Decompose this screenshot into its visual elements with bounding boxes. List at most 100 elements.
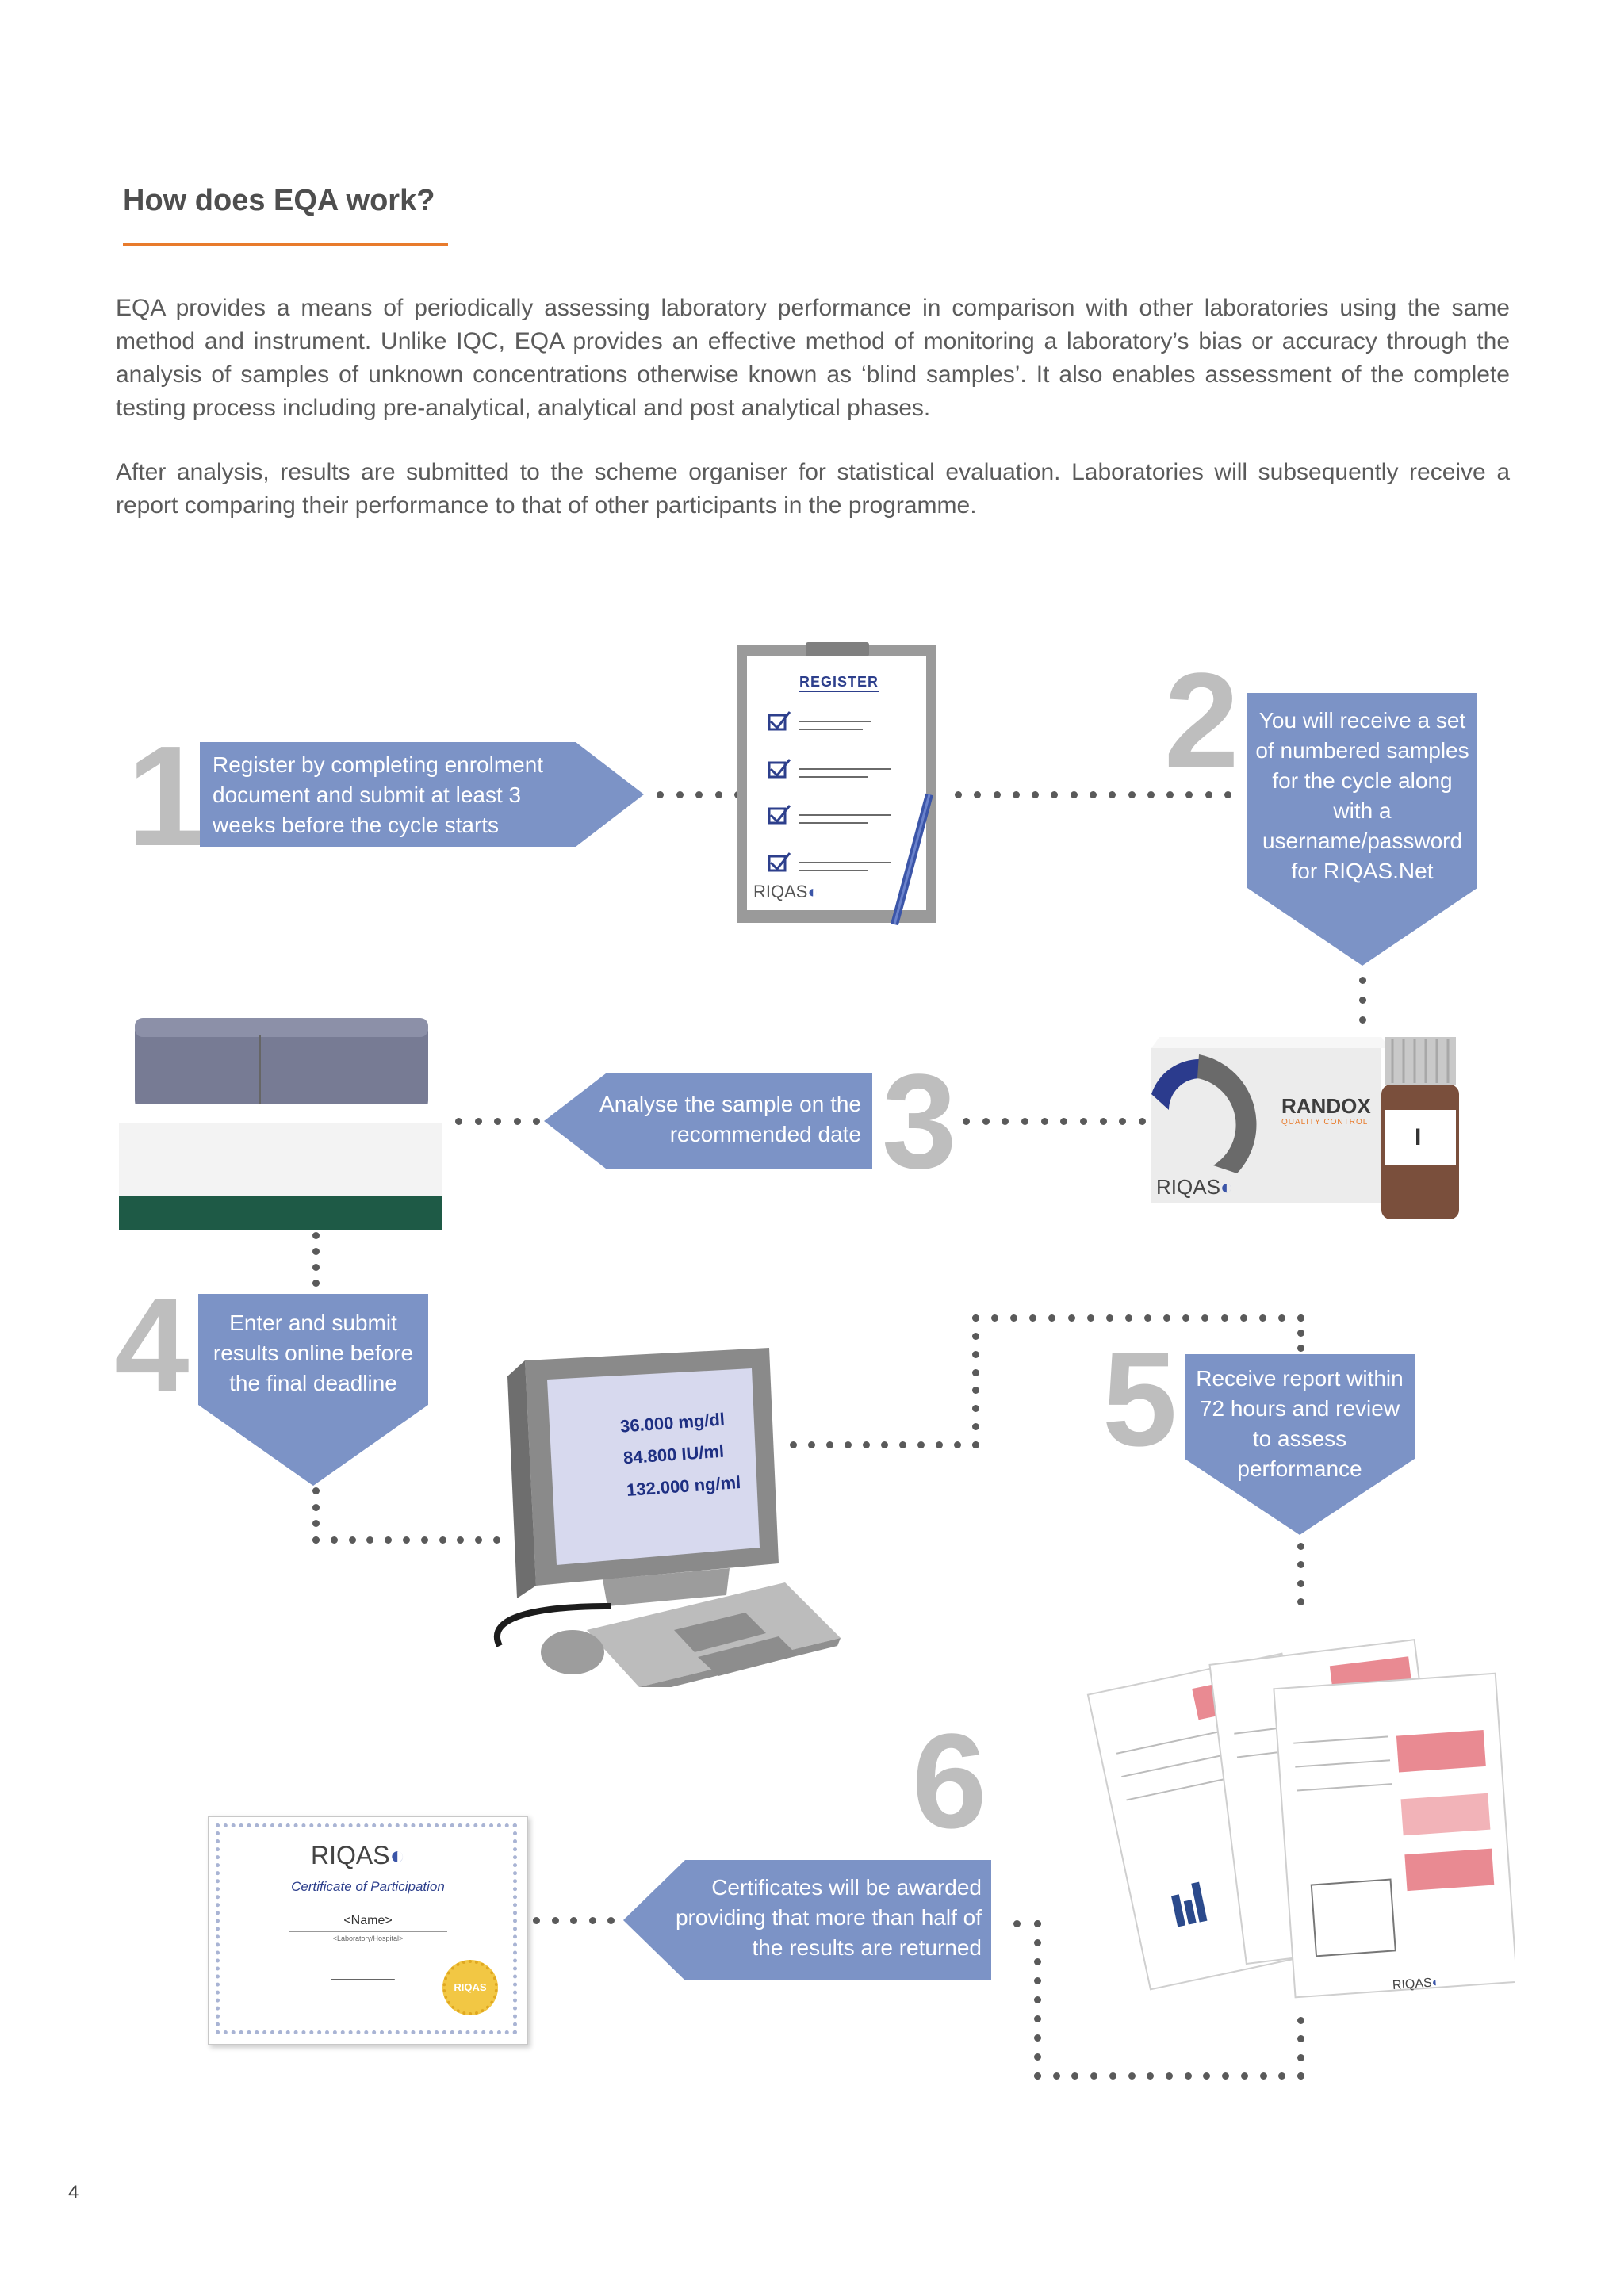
connector-dot: [403, 1536, 410, 1544]
connector-dot: [533, 1917, 540, 1924]
seal-text: RIQAS: [454, 1981, 487, 1993]
step-1-number: 1: [127, 717, 207, 876]
connector-dot: [312, 1232, 320, 1239]
connector-dot: [917, 1441, 925, 1448]
globe-icon: ◐: [389, 1841, 405, 1869]
connector-dot: [570, 1917, 577, 1924]
connector-dot: [899, 1441, 906, 1448]
connector-dot: [972, 1314, 979, 1322]
step-3-box: Analyse the sample on the recommended da…: [544, 1073, 872, 1169]
step-4-arrow-shape: [198, 1294, 428, 1486]
certificate-title: Certificate of Participation: [291, 1879, 445, 1894]
connector-dot: [312, 1536, 320, 1544]
certificate: RIQAS◐ Certificate of Participation <Nam…: [208, 1816, 528, 2045]
connector-dot: [1052, 2072, 1060, 2080]
connector-dot: [695, 791, 703, 798]
connector-dot: [1128, 791, 1136, 798]
sample-kit-brand: RANDOX: [1281, 1094, 1371, 1118]
connector-dot: [439, 1536, 446, 1544]
step-2-number: 2: [1164, 645, 1239, 796]
connector-dot: [972, 1441, 979, 1448]
reports-brand-text: RIQAS: [1392, 1976, 1433, 1993]
connector-dot: [1297, 1561, 1304, 1569]
connector-dot: [475, 1536, 483, 1544]
connector-dot: [1297, 1314, 1304, 1322]
connector-dot: [1034, 2015, 1041, 2022]
connector-dot: [1051, 791, 1059, 798]
connector-dot: [1163, 1314, 1171, 1322]
connector-dot: [954, 1441, 961, 1448]
connector-dot: [1034, 2034, 1041, 2042]
connector-dot: [1099, 1118, 1107, 1125]
step-4-text: Enter and submit results online before t…: [213, 1311, 414, 1395]
connector-dot: [863, 1441, 870, 1448]
certificate-rule: [289, 1931, 447, 1932]
connector-dot: [455, 1118, 462, 1125]
certificate-brand-text: RIQAS: [311, 1841, 390, 1869]
step-2-box: You will receive a set of numbered sampl…: [1247, 693, 1477, 966]
connector-dot: [955, 791, 962, 798]
step-1-text: Register by completing enrolment documen…: [213, 752, 544, 837]
analyser-machine: [117, 1012, 444, 1232]
connector-dot: [1012, 791, 1020, 798]
connector-dot: [1297, 2053, 1304, 2061]
intro-paragraph-2: After analysis, results are submitted to…: [116, 459, 1510, 519]
connector-dot: [1105, 1314, 1113, 1322]
connector-dot: [1080, 1118, 1087, 1125]
connector-dot: [1147, 2072, 1155, 2080]
connector-dot: [1040, 1118, 1048, 1125]
connector-dot: [420, 1536, 428, 1544]
connector-dot: [1060, 1118, 1068, 1125]
connector-dot: [982, 1118, 990, 1125]
step-5-arrow-shape: [1185, 1354, 1415, 1535]
connector-dot: [974, 791, 982, 798]
connector-dot: [1205, 791, 1212, 798]
connector-dot: [1090, 2072, 1098, 2080]
vial-label: I: [1415, 1124, 1422, 1150]
step-6-number: 6: [912, 1706, 987, 1857]
connector-dot: [1185, 791, 1193, 798]
register-clipboard: REGISTER RIQAS◐: [736, 642, 939, 929]
connector-dot: [1139, 1118, 1146, 1125]
connector-dot: [1034, 1977, 1041, 1984]
connector-dot: [676, 791, 684, 798]
connector-dot: [1034, 1996, 1041, 2003]
connector-dot: [963, 1118, 970, 1125]
step-1-arrow-shape: [200, 742, 644, 847]
connector-dot: [1090, 791, 1097, 798]
connector-dot: [493, 1536, 500, 1544]
connector-dot: [1222, 2072, 1230, 2080]
connector-dot: [1297, 2072, 1304, 2080]
connector-dot: [366, 1536, 374, 1544]
connector-dot: [972, 1423, 979, 1431]
connector-dot: [1119, 1118, 1127, 1125]
page-number: 4: [68, 2182, 79, 2203]
globe-icon: ◐: [1431, 1975, 1440, 1990]
sample-kit-icon: [1151, 1037, 1459, 1219]
connector-dot: [588, 1917, 596, 1924]
connector-dot: [1034, 1939, 1041, 1946]
step-3-arrow-shape: [544, 1073, 872, 1169]
step-3-number: 3: [882, 1047, 957, 1197]
connector-dot: [1297, 1543, 1304, 1550]
connector-dot: [533, 1118, 540, 1125]
connector-dot: [1144, 1314, 1152, 1322]
connector-dot: [1258, 1314, 1266, 1322]
connector-dot: [1109, 791, 1116, 798]
connector-dot: [1166, 2072, 1173, 2080]
reports-icon: [1086, 1639, 1515, 1999]
connector-dot: [1182, 1314, 1190, 1322]
connector-dot: [312, 1520, 320, 1528]
connector-dot: [1297, 2035, 1304, 2043]
connector-dot: [972, 1387, 979, 1395]
connector-dot: [972, 1332, 979, 1340]
performance-reports: RIQAS◐: [1086, 1617, 1515, 2014]
connector-dot: [607, 1917, 615, 1924]
connector-dot: [1297, 2017, 1304, 2024]
connector-dot: [312, 1248, 320, 1255]
connector-dot: [1070, 791, 1078, 798]
connector-dot: [991, 1314, 999, 1322]
analyser-icon: [119, 1018, 442, 1230]
connector-dot: [348, 1536, 356, 1544]
step-1-box: Register by completing enrolment documen…: [200, 742, 644, 847]
